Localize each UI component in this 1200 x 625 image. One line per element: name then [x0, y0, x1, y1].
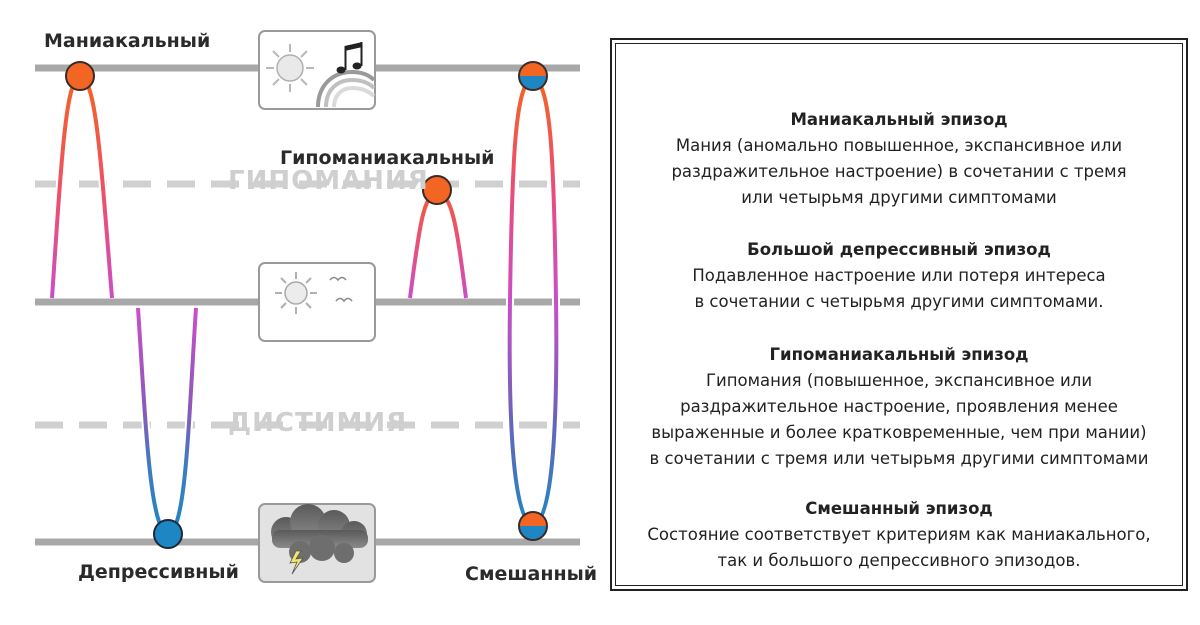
depressive-node — [153, 519, 183, 549]
mood-diagram-graphic — [35, 30, 580, 583]
episode-definitions-box: Маниакальный эпизод Мания (аномально пов… — [610, 38, 1188, 591]
legend-title: Смешанный эпизод — [805, 499, 993, 518]
mixed-bottom-node — [518, 511, 548, 541]
manic-label: Маниакальный — [44, 30, 211, 52]
legend-title: Большой депрессивный эпизод — [747, 240, 1051, 259]
legend-text: Гипомания (повышенное, экспансивное или … — [649, 371, 1149, 468]
mixed-label: Смешанный — [465, 563, 598, 585]
hypomanic-label: Гипоманиакальный — [280, 147, 495, 169]
legend-title: Гипоманиакальный эпизод — [769, 345, 1029, 364]
storm-cloud-icon — [258, 503, 376, 583]
hypomania-zone-label: ГИПОМАНИЯ — [228, 166, 429, 196]
legend-text: Состояние соответствует критериям как ма… — [647, 525, 1151, 570]
mixed-top-node — [518, 61, 548, 91]
legend-text: Подавленное настроение или потеря интере… — [692, 266, 1106, 311]
depressive-label: Депрессивный — [78, 561, 239, 583]
legend-text: Мания (аномально повышенное, экспансивно… — [671, 136, 1127, 207]
legend-entry-manic: Маниакальный эпизод Мания (аномально пов… — [612, 107, 1186, 211]
sun-rainbow-music-icon — [258, 30, 376, 110]
hypomanic-node — [422, 175, 452, 205]
mood-episodes-diagram: ГИПОМАНИЯ ДИСТИМИЯ Маниакальный Гипомани… — [0, 0, 600, 621]
legend-title: Маниакальный эпизод — [790, 110, 1008, 129]
legend-entry-mixed: Смешанный эпизод Состояние соответствует… — [612, 496, 1186, 574]
manic-node — [65, 61, 95, 91]
sun-birds-icon — [258, 262, 376, 342]
legend-entry-depressive: Большой депрессивный эпизод Подавленное … — [612, 237, 1186, 315]
legend-entry-hypomanic: Гипоманиакальный эпизод Гипомания (повыш… — [612, 342, 1186, 472]
dysthymia-zone-label: ДИСТИМИЯ — [228, 408, 408, 438]
